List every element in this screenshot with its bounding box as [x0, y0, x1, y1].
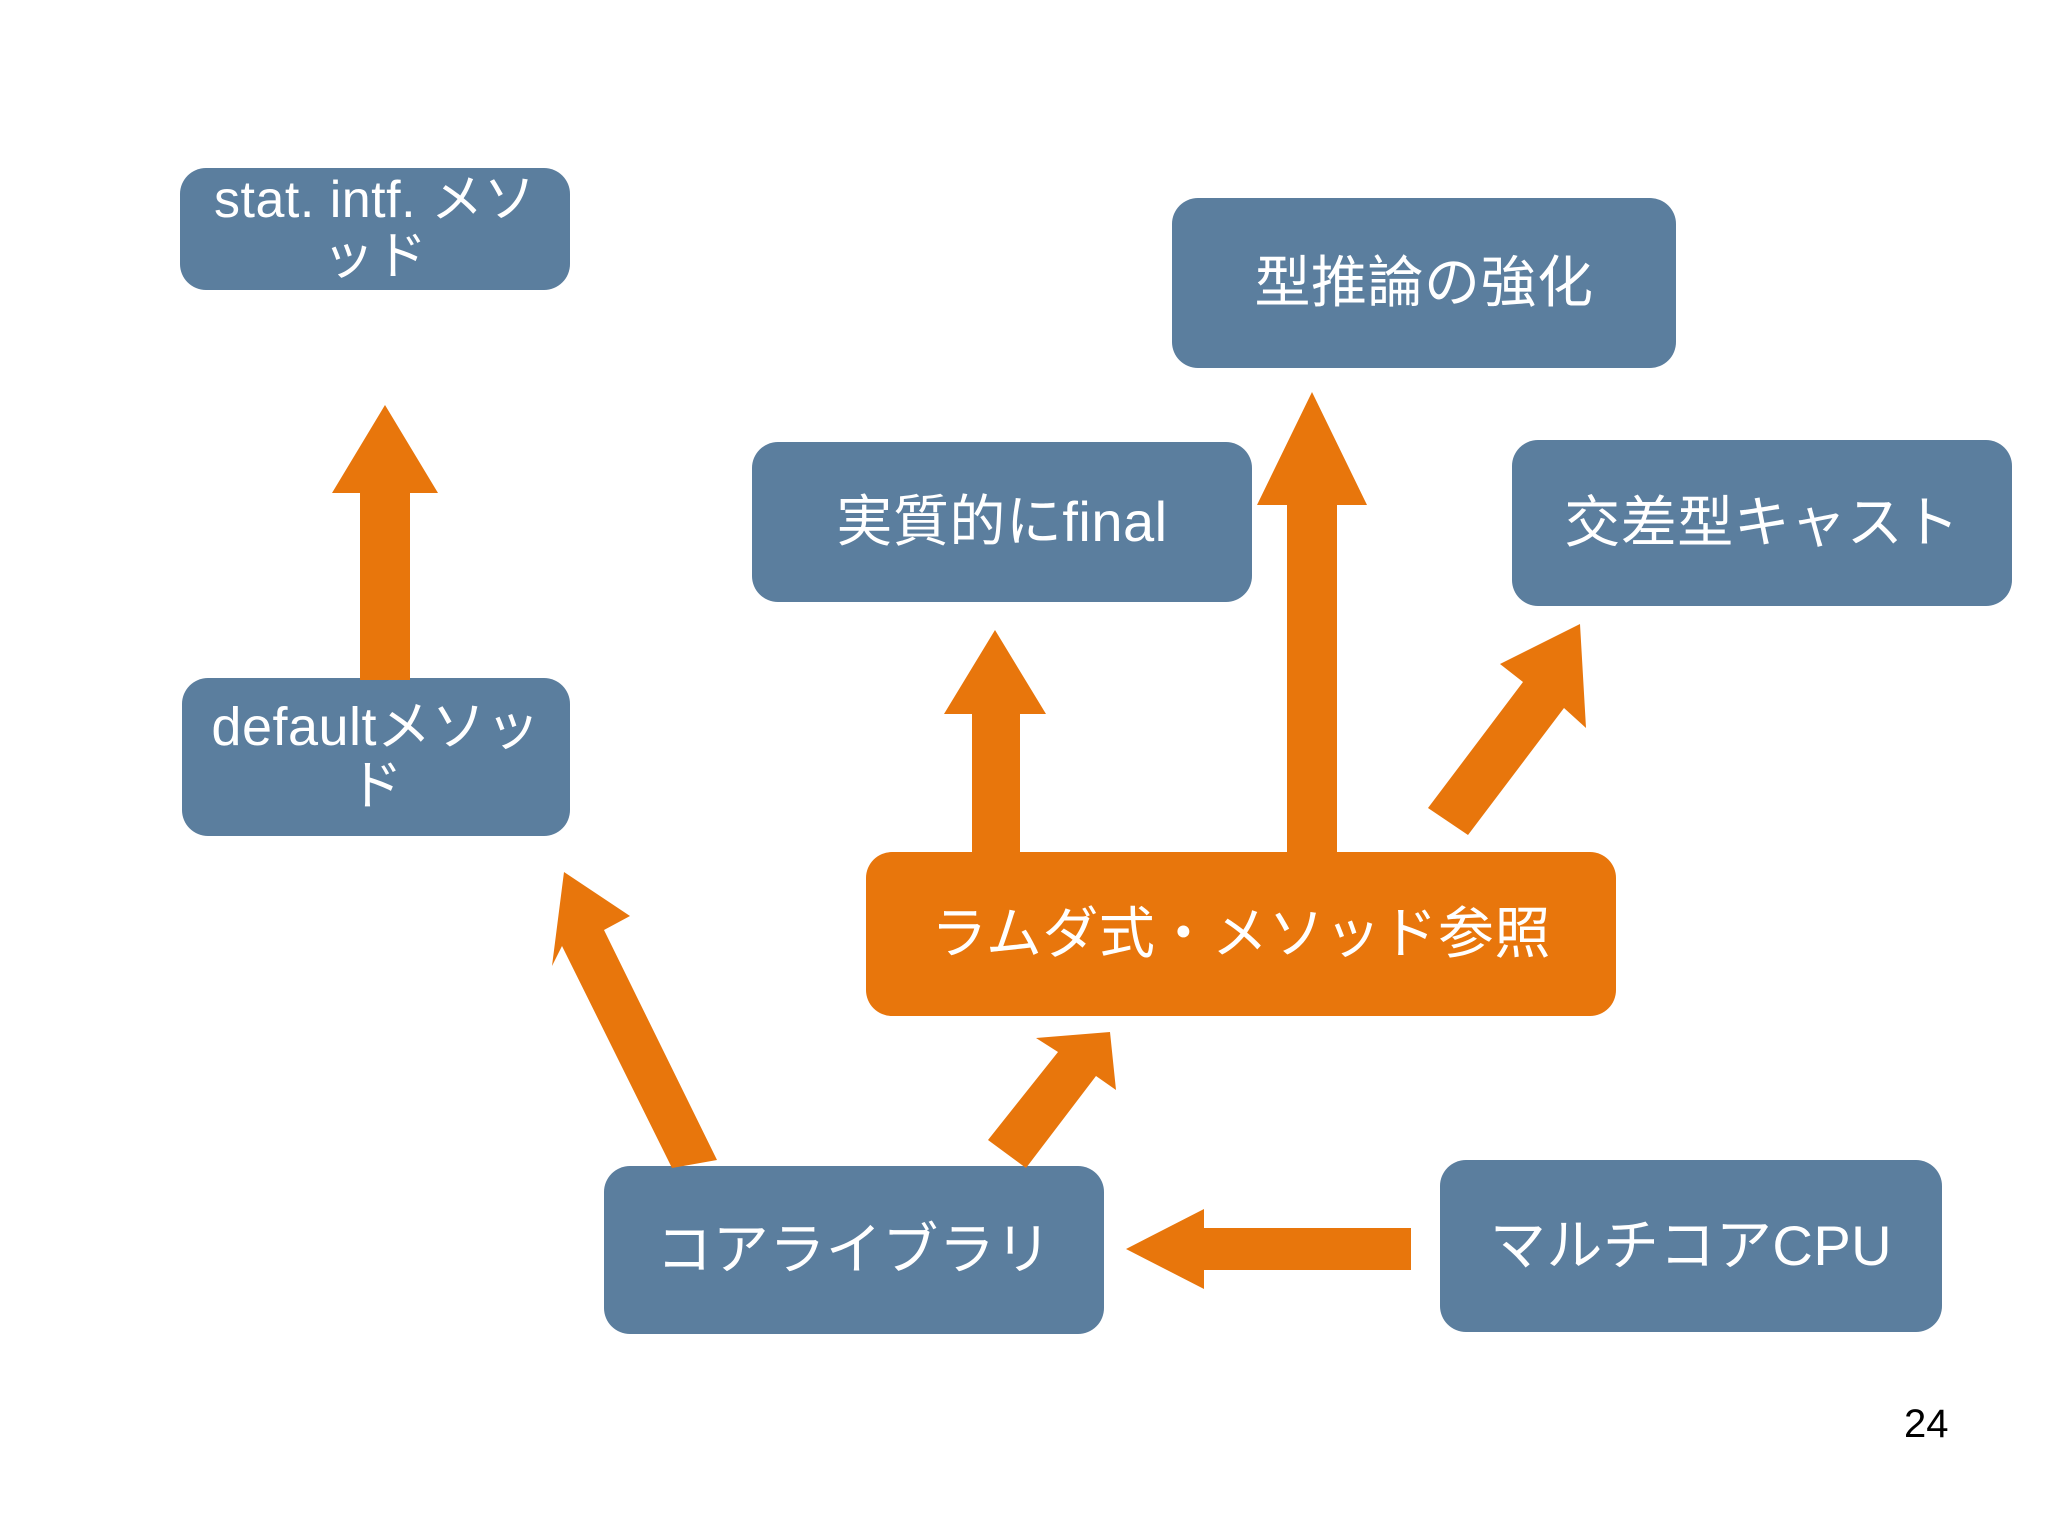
- node-label-intersection-type-cast: 交差型キャスト: [1564, 491, 1960, 555]
- arrow-default-method-to-static-interface-method: [330, 405, 440, 680]
- node-multicore-cpu[interactable]: マルチコアCPU: [1440, 1160, 1942, 1332]
- node-label-multicore-cpu: マルチコアCPU: [1489, 1214, 1893, 1278]
- node-label-default-method: defaultメソッド: [211, 696, 541, 816]
- node-label-effectively-final: 実質的にfinal: [836, 490, 1168, 554]
- node-intersection-type-cast[interactable]: 交差型キャスト: [1512, 440, 2012, 606]
- node-core-library[interactable]: コアライブラリ: [604, 1166, 1104, 1334]
- arrow-lambda-to-type-inference: [1255, 392, 1370, 854]
- node-static-interface-method[interactable]: stat. intf. メソッド: [180, 168, 570, 290]
- arrow-lambda-to-effectively-final: [940, 630, 1050, 855]
- arrow-lambda-to-intersection-type-cast: [1408, 620, 1608, 835]
- node-label-core-library: コアライブラリ: [656, 1218, 1052, 1282]
- node-effectively-final[interactable]: 実質的にfinal: [752, 442, 1252, 602]
- node-type-inference[interactable]: 型推論の強化: [1172, 198, 1676, 368]
- arrow-core-library-to-lambda: [978, 1028, 1123, 1168]
- node-lambda-method-reference[interactable]: ラムダ式・メソッド参照: [866, 852, 1616, 1016]
- node-default-method[interactable]: defaultメソッド: [182, 678, 570, 836]
- page-number: 24: [1904, 1402, 1949, 1446]
- node-label-static-interface-method: stat. intf. メソッド: [214, 170, 536, 286]
- node-label-lambda-method-reference: ラムダ式・メソッド参照: [931, 902, 1551, 966]
- node-label-type-inference: 型推論の強化: [1254, 251, 1594, 315]
- arrow-core-library-to-default-method: [552, 868, 777, 1168]
- arrow-multicore-cpu-to-core-library: [1126, 1208, 1411, 1290]
